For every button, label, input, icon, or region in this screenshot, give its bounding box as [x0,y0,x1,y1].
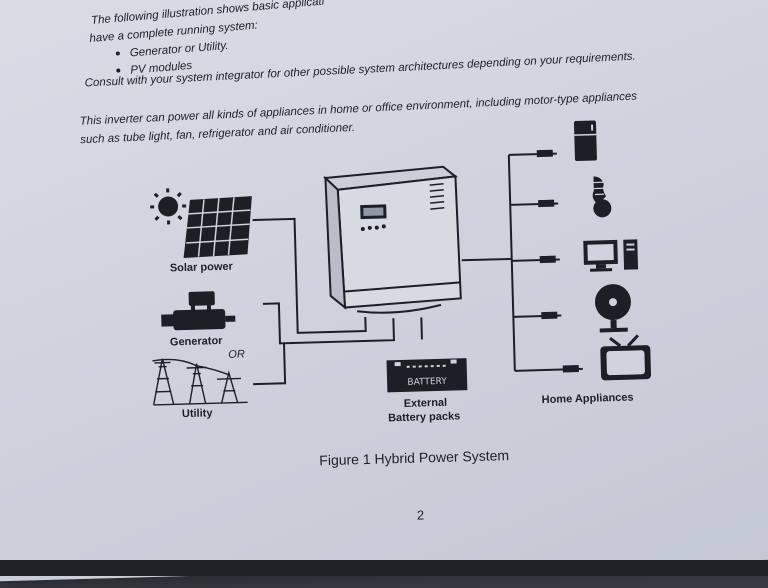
sun-icon [150,188,187,225]
battery-label-line-1: External [404,397,448,410]
utility-label: Utility [182,407,213,420]
generator-icon [161,291,236,331]
solar-panel-icon [182,196,254,258]
battery-text: BATTERY [407,377,447,388]
generator-label: Generator [170,335,223,348]
utility-tower-icon [152,356,247,405]
or-label: OR [228,348,245,360]
battery-label-line-2: Battery packs [388,410,460,424]
solar-power-label: Solar power [170,261,233,275]
television-icon [600,335,651,380]
inverter-icon [325,166,461,314]
home-appliances-label: Home Appliances [542,392,634,407]
page-number: 2 [417,507,425,522]
refrigerator-icon [574,120,597,161]
computer-icon [583,239,638,271]
battery-icon: BATTERY [387,358,468,392]
background-edge [0,560,768,576]
fan-icon [594,284,631,333]
light-bulb-icon [592,176,611,217]
